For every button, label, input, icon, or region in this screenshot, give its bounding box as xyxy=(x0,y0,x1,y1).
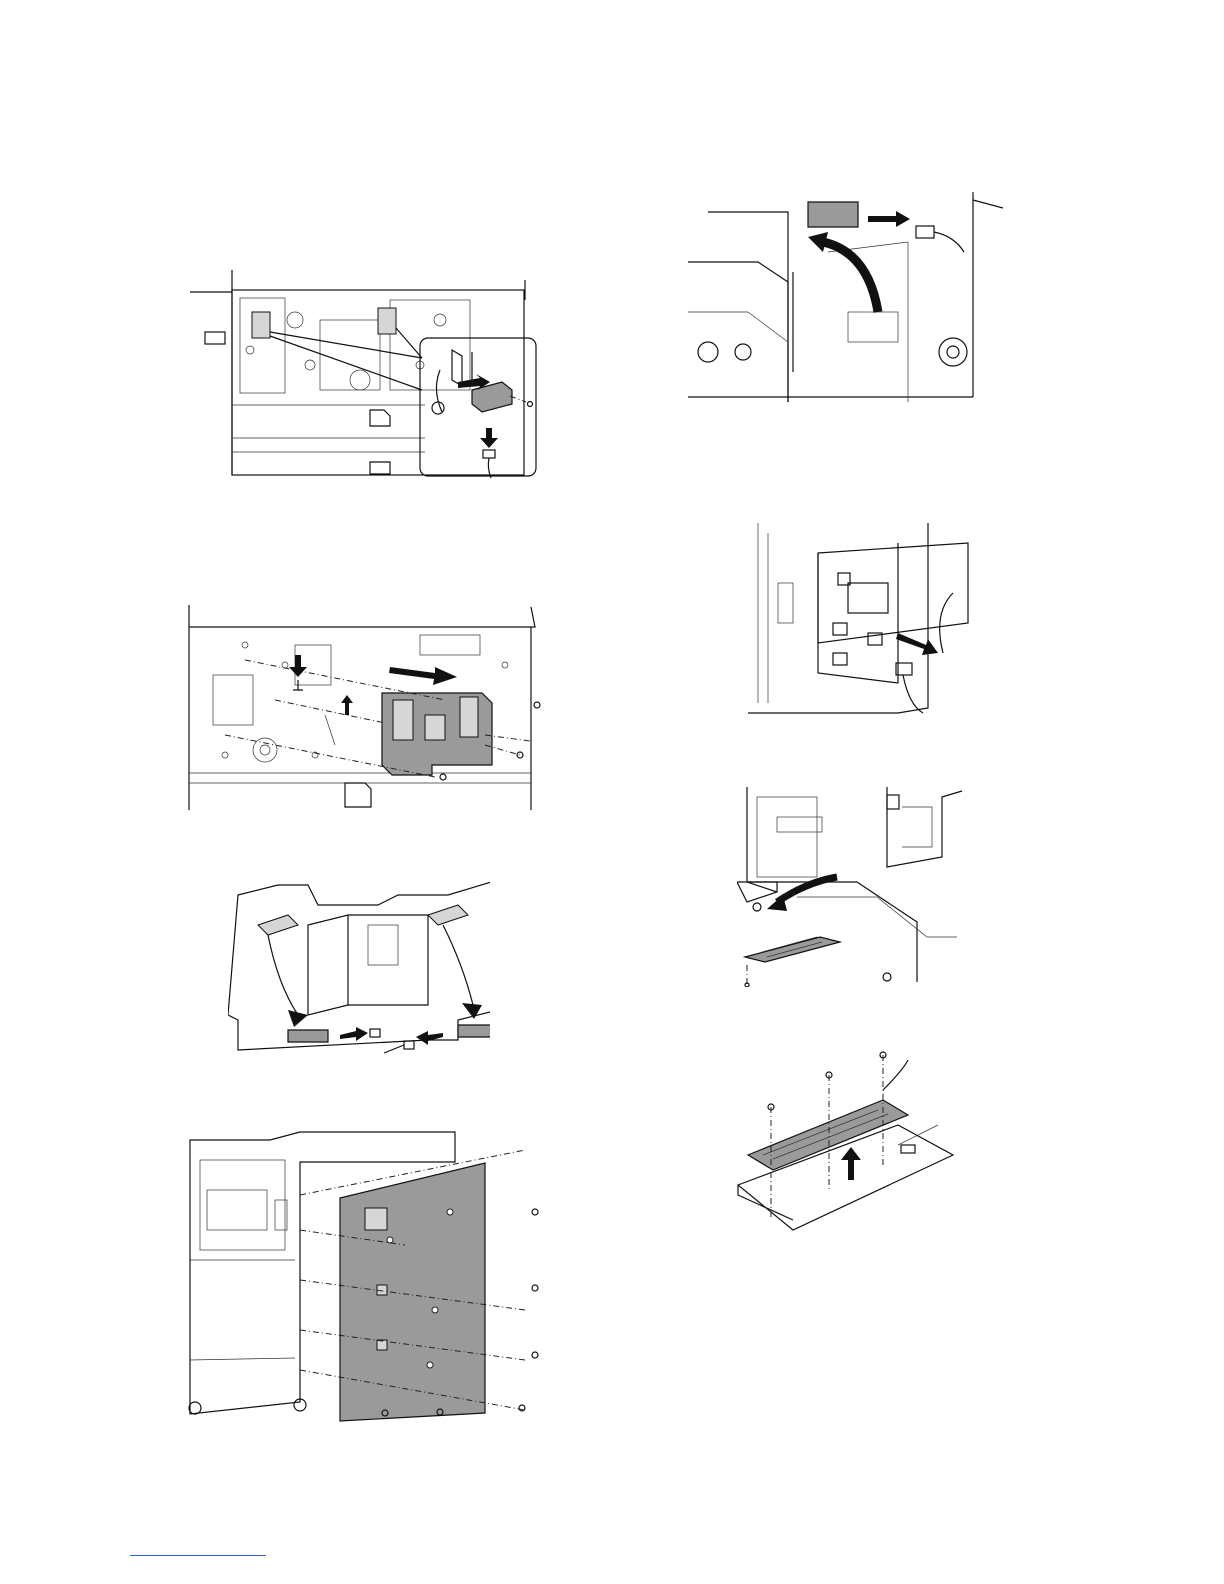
figure-sensor-callout xyxy=(190,270,540,480)
figure-sensor-lift xyxy=(688,192,1003,402)
sensor-detach-illustration-icon xyxy=(228,865,490,1065)
footer-link-underline xyxy=(130,1555,266,1556)
side-panel-removal-illustration-icon xyxy=(185,1130,550,1422)
figure-side-panel-removal xyxy=(185,1130,550,1422)
sensor-removal-illustration-icon xyxy=(190,270,540,480)
heater-tray-illustration-icon xyxy=(737,787,963,987)
figure-heater-tray xyxy=(737,787,963,987)
sensor-lift-illustration-icon xyxy=(688,192,1003,402)
bracket-removal-illustration-icon xyxy=(185,605,545,810)
figure-heater-plate xyxy=(733,1045,958,1245)
figure-bracket-removal xyxy=(185,605,545,810)
heater-plate-illustration-icon xyxy=(733,1045,958,1245)
figure-sensor-detach xyxy=(228,865,490,1065)
figure-pwb-connector xyxy=(748,523,970,715)
pwb-connector-illustration-icon xyxy=(748,523,970,715)
